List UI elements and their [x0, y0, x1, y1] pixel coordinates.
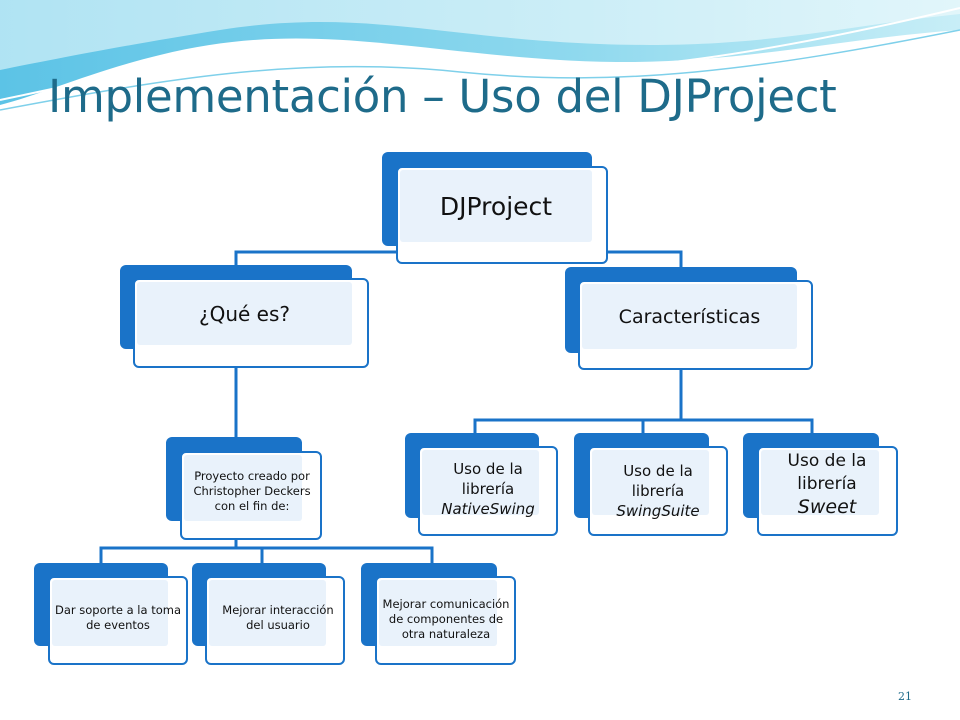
- node-feature-nativeswing: Uso de la librería NativeSwing: [405, 433, 558, 536]
- feature-1-line2: librería: [461, 480, 515, 498]
- node-feature-sweet: Uso de la librería Sweet: [743, 433, 898, 536]
- header-wave-decoration: [0, 0, 960, 111]
- feature-3-line1: Uso de la: [787, 450, 867, 471]
- node-feature-swingsuite: Uso de la librería SwingSuite: [574, 433, 728, 536]
- feature-1-line1: Uso de la: [453, 460, 523, 478]
- feature-1-library: NativeSwing: [441, 500, 535, 518]
- node-que-es-label: ¿Qué es?: [198, 301, 291, 326]
- node-caracteristicas-label: Características: [618, 305, 761, 328]
- node-description-text: Proyecto creado por Christopher Deckers …: [193, 468, 311, 513]
- node-description: Proyecto creado por Christopher Deckers …: [166, 437, 322, 540]
- feature-3-line2: librería: [797, 473, 857, 494]
- slide-title: Implementación – Uso del DJProject: [48, 70, 837, 123]
- page-number: 21: [898, 690, 912, 703]
- node-purpose-1: Dar soporte a la toma de eventos: [34, 563, 188, 665]
- node-caracteristicas: Características: [565, 267, 813, 370]
- node-djproject-label: DJProject: [439, 191, 553, 221]
- node-purpose-1-text: Dar soporte a la toma de eventos: [54, 603, 181, 632]
- node-djproject: DJProject: [382, 152, 608, 264]
- node-purpose-3-text: Mejorar comunicación de componentes de o…: [382, 596, 510, 641]
- feature-2-line2: librería: [631, 482, 685, 500]
- node-purpose-3: Mejorar comunicación de componentes de o…: [361, 563, 516, 665]
- node-purpose-2: Mejorar interacción del usuario: [192, 563, 345, 665]
- feature-2-line1: Uso de la: [623, 462, 693, 480]
- node-purpose-2-text: Mejorar interacción del usuario: [222, 603, 334, 632]
- node-que-es: ¿Qué es?: [120, 265, 369, 368]
- feature-2-library: SwingSuite: [616, 502, 700, 520]
- feature-3-library: Sweet: [797, 495, 857, 518]
